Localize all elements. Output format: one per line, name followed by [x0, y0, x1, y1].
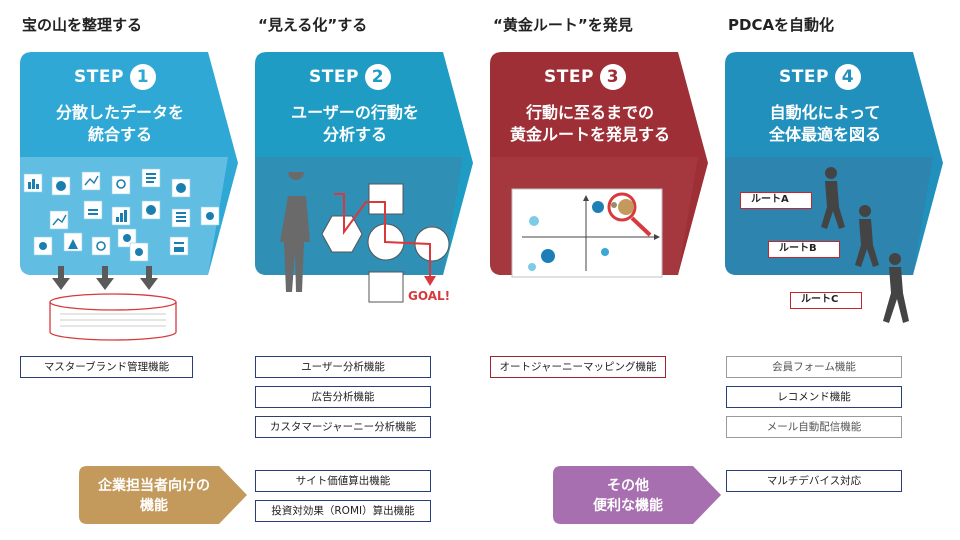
step2-number-badge: 2: [365, 64, 391, 90]
step3-column-title: “黄金ルート”を発見: [493, 14, 633, 35]
feature-member-form: 会員フォーム機能: [726, 356, 902, 378]
step3-number-badge: 3: [600, 64, 626, 90]
feature-multi-device: マルチデバイス対応: [726, 470, 902, 492]
feature-user-analysis: ユーザー分析機能: [255, 356, 431, 378]
other-functions-callout: その他 便利な機能: [553, 466, 721, 524]
route-c-tag: ルートC: [790, 292, 862, 309]
step2-column-title: “見える化”する: [258, 14, 367, 35]
enterprise-functions-callout: 企業担当者向けの 機能: [79, 466, 247, 524]
step3-description: 行動に至るまでの 黄金ルートを発見する: [490, 102, 690, 146]
step1-column-title: 宝の山を整理する: [22, 14, 142, 35]
step1-number-badge: 1: [130, 64, 156, 90]
data-sources-icon: [20, 167, 220, 277]
database-icon: [48, 292, 178, 342]
step4-number-badge: 4: [835, 64, 861, 90]
feature-auto-journey-mapping: オートジャーニーマッピング機能: [490, 356, 666, 378]
feature-romi: 投資対効果（ROMI）算出機能: [255, 500, 431, 522]
step1-description: 分散したデータを 統合する: [20, 102, 220, 146]
feature-master-brand: マスターブランド管理機能: [20, 356, 193, 378]
journey-map-diagram: [508, 185, 678, 285]
step4-column-title: PDCAを自動化: [728, 14, 834, 35]
feature-site-value: サイト価値算出機能: [255, 470, 431, 492]
feature-recommend: レコメンド機能: [726, 386, 902, 408]
route-b-tag: ルートB: [768, 241, 840, 258]
step2-description: ユーザーの行動を 分析する: [255, 102, 455, 146]
feature-ad-analysis: 広告分析機能: [255, 386, 431, 408]
goal-label: GOAL!: [408, 289, 450, 303]
step4-description: 自動化によって 全体最適を図る: [725, 102, 925, 146]
feature-customer-journey-analysis: カスタマージャーニー分析機能: [255, 416, 431, 438]
feature-auto-email: メール自動配信機能: [726, 416, 902, 438]
route-a-tag: ルートA: [740, 192, 812, 209]
